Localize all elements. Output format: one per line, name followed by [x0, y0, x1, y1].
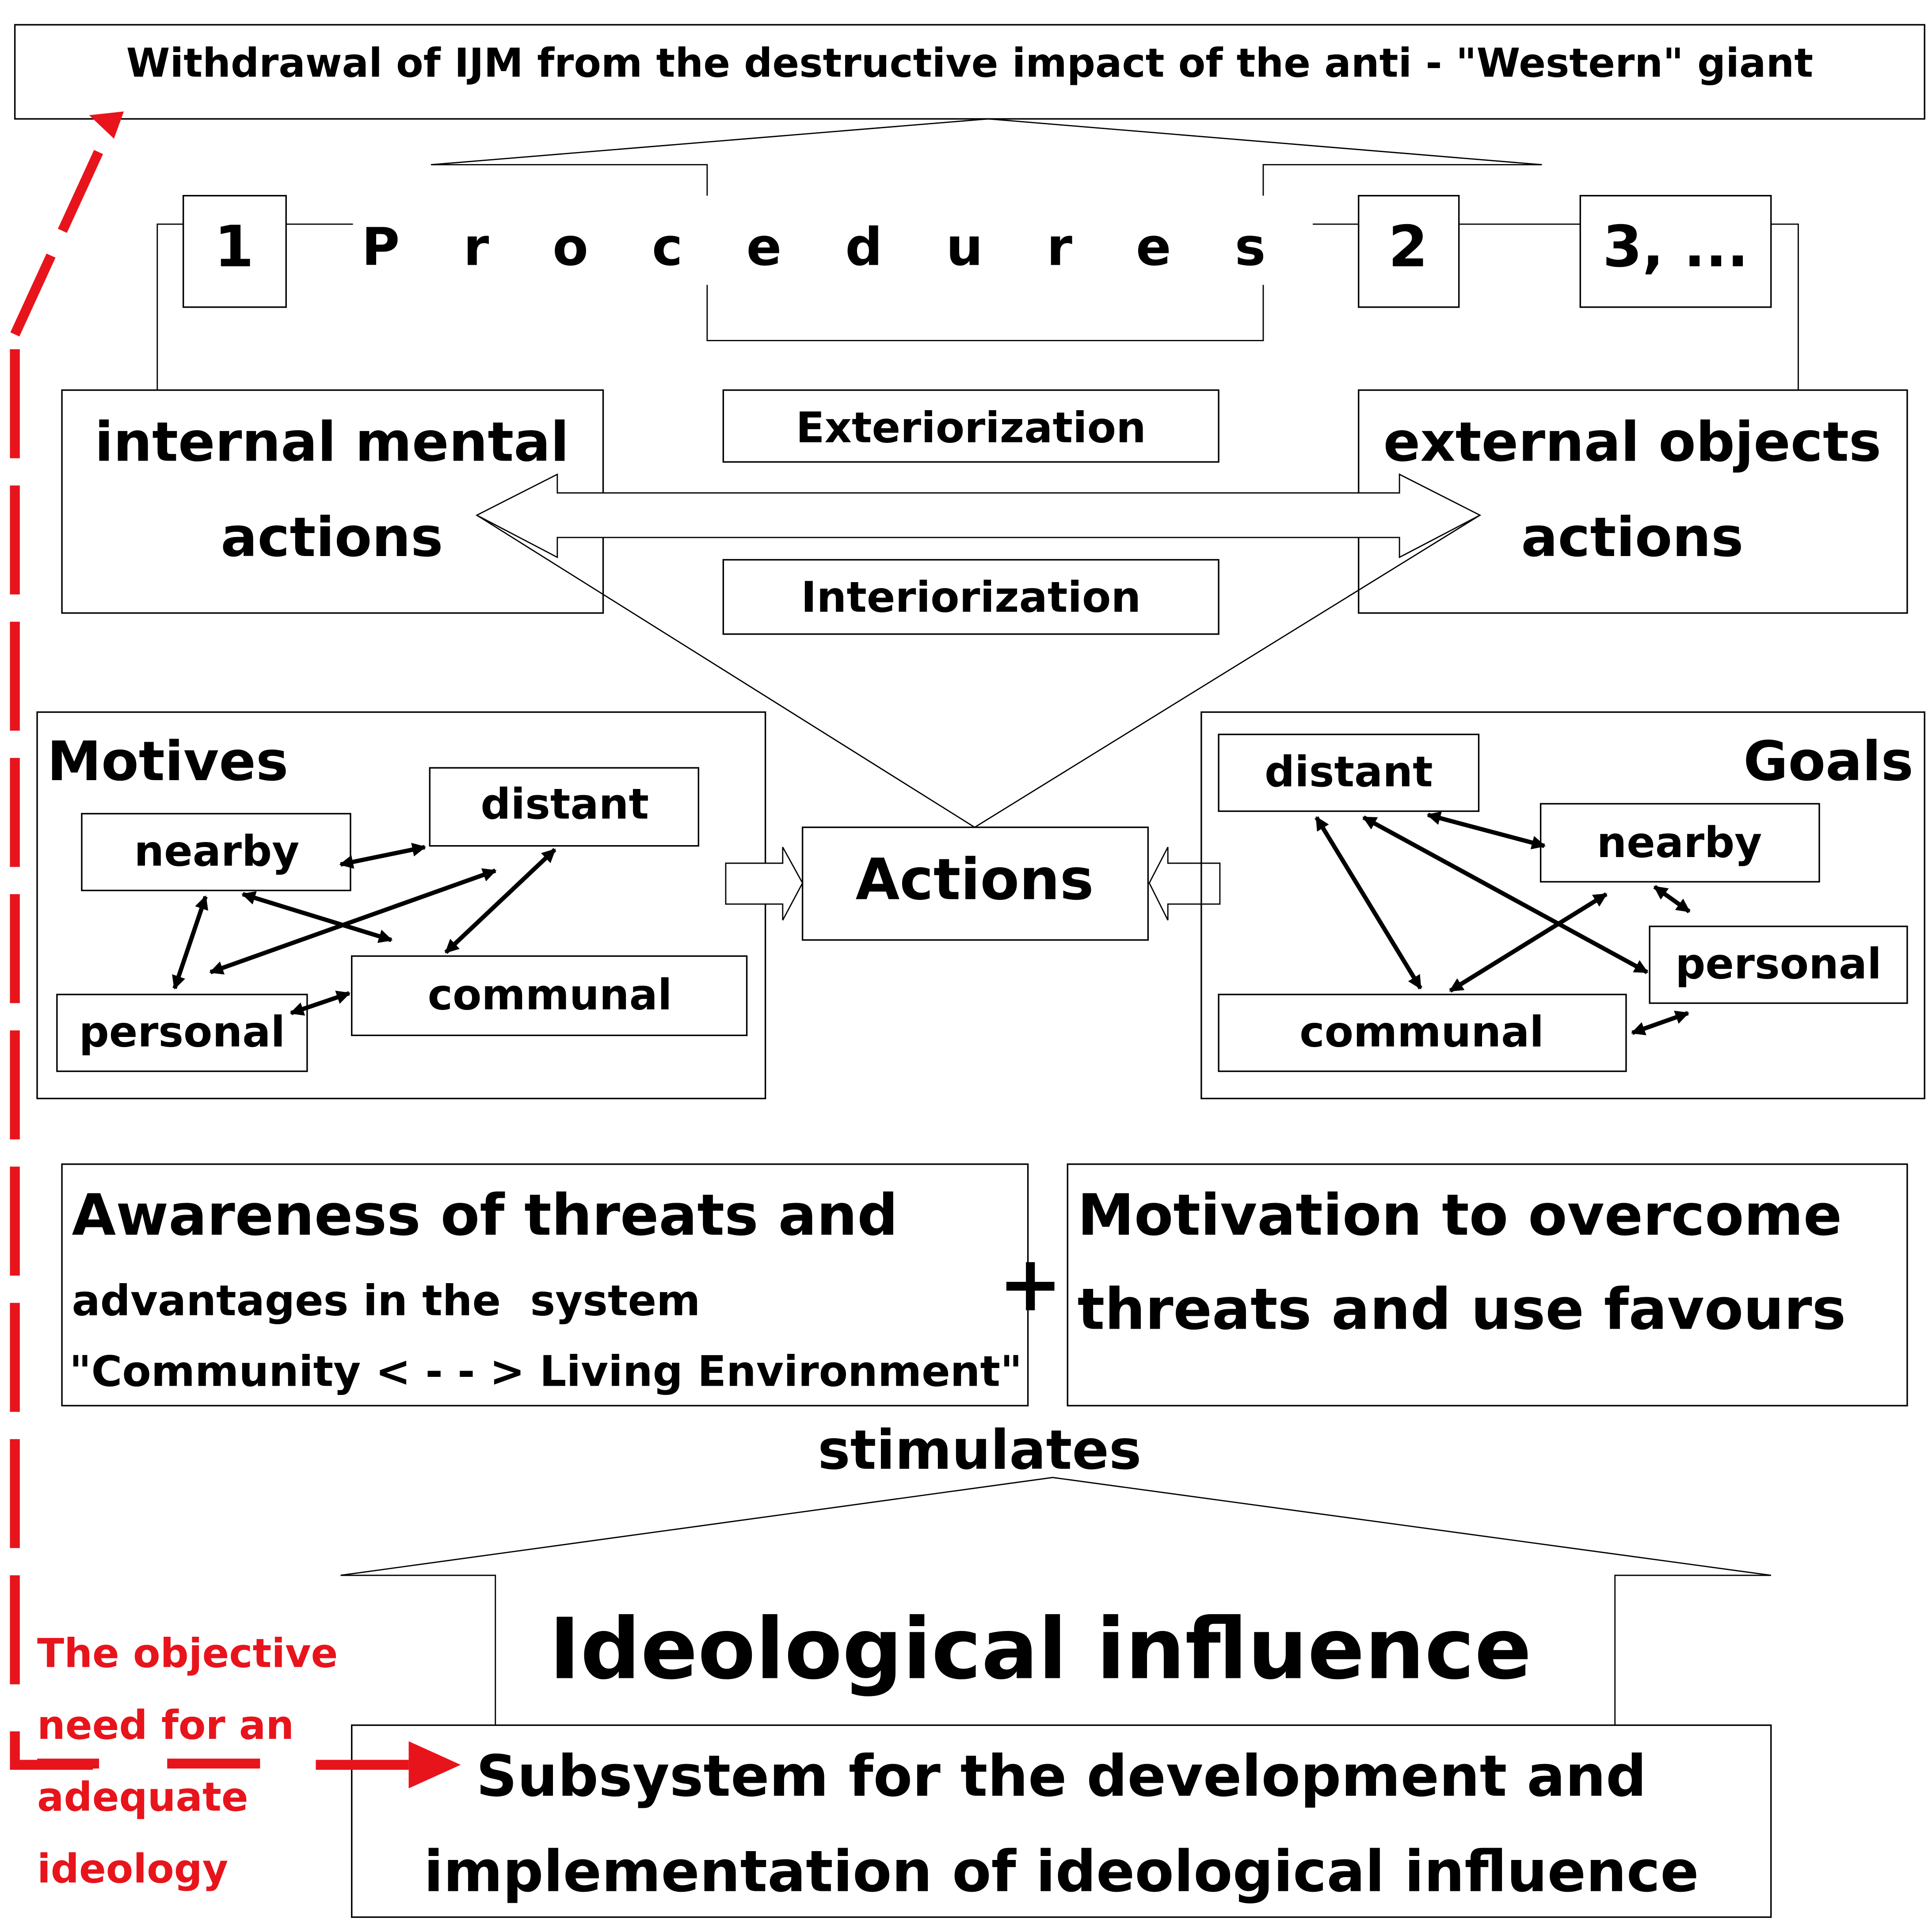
motives-personal-label: personal: [79, 1008, 286, 1057]
ideology-roof: [340, 1477, 1771, 1576]
awareness-line1: Awareness of threats and: [72, 1182, 898, 1249]
procedures-roof: [431, 118, 1542, 166]
motives-communal-label: communal: [428, 971, 672, 1020]
motivation-box: [1067, 1163, 1908, 1406]
ideology-roof-frame: [340, 1574, 1771, 1726]
motivation-line2: threats and use favours: [1078, 1276, 1846, 1342]
objective-line1: The objective: [37, 1631, 338, 1677]
goals-personal-box: [1649, 926, 1908, 1004]
stimulates-label: stimulates: [818, 1419, 1141, 1482]
procedure-box-3: [1579, 195, 1772, 308]
procedure-box-3-label: 3, ...: [1603, 213, 1749, 280]
goals-communal-box: [1218, 994, 1627, 1072]
external-objects-line1: external objects: [1383, 411, 1882, 474]
procedures-label: P r o c e d u r e s: [362, 217, 1265, 278]
awareness-line3: "Community < - - > Living Environment": [69, 1347, 1022, 1396]
goals-distant-label: distant: [1265, 748, 1433, 796]
interiorization-box: [722, 559, 1219, 635]
red-arrowhead-top: [89, 111, 124, 139]
procedure-connectors: [156, 223, 1799, 390]
subsystem-line1: Subsystem for the development and: [476, 1743, 1646, 1810]
goals-nearby-label: nearby: [1597, 819, 1762, 867]
motives-relation-arrows: [172, 842, 556, 1016]
red-feedback-path: [10, 122, 409, 1770]
motivation-line1: Motivation to overcome: [1078, 1182, 1842, 1249]
red-dash-marker: [37, 1758, 99, 1769]
objective-line2: need for an: [37, 1703, 294, 1749]
actions-box: [801, 827, 1149, 941]
motives-distant-box: [429, 767, 699, 847]
title-text: Withdrawal of IJM from the destructive i…: [126, 41, 1813, 87]
goals-personal-label: personal: [1675, 940, 1882, 989]
motives-nearby-label: nearby: [134, 827, 299, 876]
motives-communal-box: [351, 955, 748, 1036]
exteriorization-box: [722, 389, 1219, 463]
goals-communal-label: communal: [1299, 1008, 1544, 1057]
procedure-box-1-label: 1: [214, 213, 254, 280]
procedure-box-1: [183, 195, 287, 308]
awareness-line2: advantages in the system: [72, 1277, 701, 1326]
procedure-box-2: [1358, 195, 1460, 308]
ideological-influence-label: Ideological influence: [549, 1600, 1532, 1698]
title-box: [14, 24, 1925, 120]
procedures-frame: [431, 164, 1542, 341]
plus-sign: +: [998, 1239, 1063, 1328]
objective-line4: ideology: [37, 1846, 228, 1892]
goals-relation-arrows: [1315, 811, 1691, 1036]
goals-distant-box: [1218, 733, 1480, 812]
procedure-box-2-label: 2: [1388, 213, 1428, 280]
external-objects-line2: actions: [1521, 506, 1743, 569]
interiorization-label: Interiorization: [801, 573, 1141, 622]
motives-title: Motives: [47, 730, 288, 793]
exteriorization-label: Exteriorization: [796, 404, 1146, 452]
red-arrowhead-right: [408, 1741, 461, 1788]
exchange-double-arrow: [475, 473, 1482, 559]
motives-distant-label: distant: [480, 780, 649, 829]
awareness-box: [61, 1163, 1029, 1406]
actions-label: Actions: [856, 846, 1094, 913]
red-dash-mid: [167, 1758, 260, 1769]
goals-title: Goals: [1743, 730, 1913, 793]
motives-panel: [36, 711, 766, 1099]
motives-personal-box: [56, 994, 308, 1072]
goals-to-actions-arrow: [1148, 846, 1221, 921]
objective-line3: adequate: [37, 1774, 248, 1820]
subsystem-line2: implementation of ideological influence: [424, 1839, 1699, 1905]
internal-mental-line2: actions: [221, 506, 443, 569]
goals-panel: [1200, 711, 1925, 1099]
internal-mental-line1: internal mental: [95, 411, 569, 474]
motives-to-actions-arrow: [725, 846, 804, 921]
subsystem-box: [351, 1724, 1772, 1918]
